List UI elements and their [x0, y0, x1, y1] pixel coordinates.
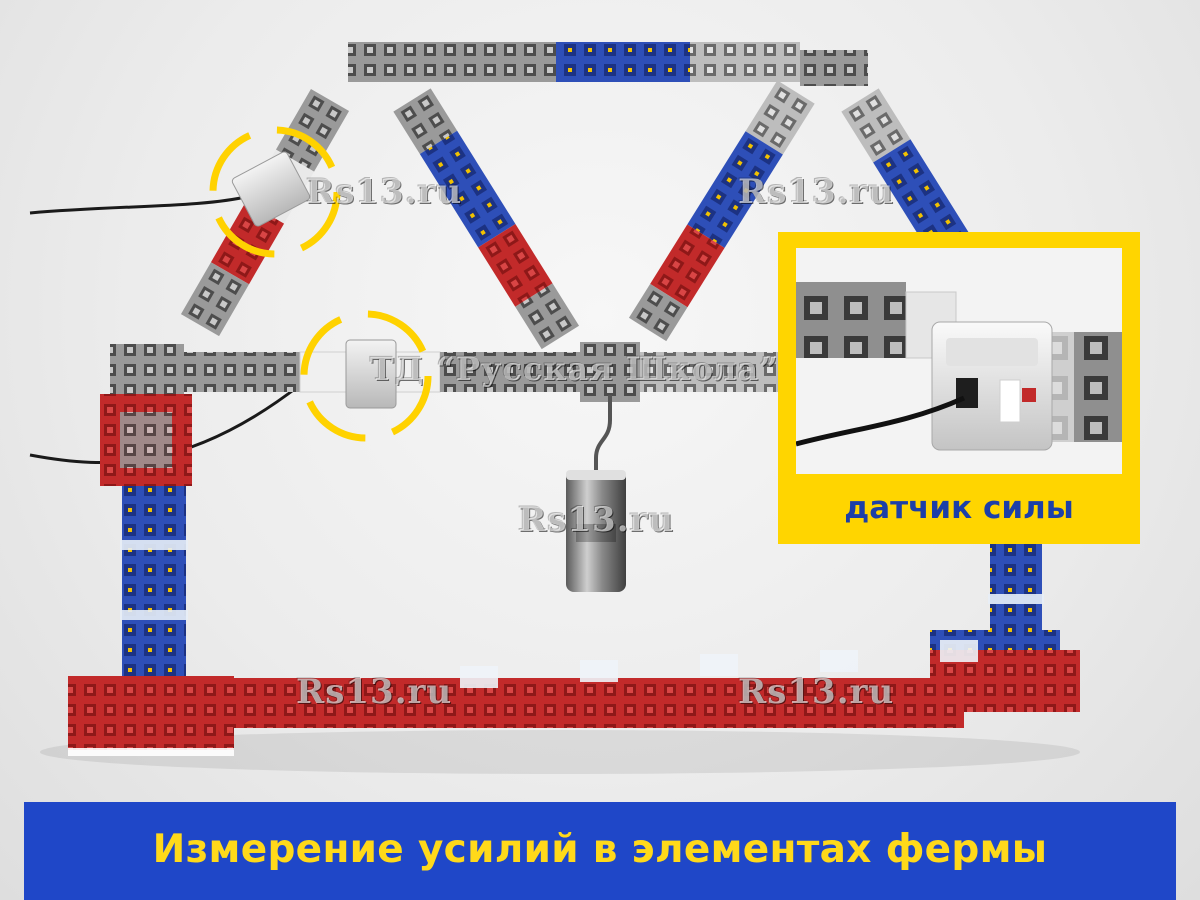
sensor-callout: датчик силы: [778, 232, 1140, 544]
watermark-site: Rs13.ru: [518, 500, 675, 540]
base-beam: [68, 640, 1080, 756]
force-sensor-lower: [345, 339, 397, 409]
watermark-site: Rs13.ru: [738, 172, 895, 212]
watermark-site: Rs13.ru: [296, 672, 453, 712]
hanging-weight: [566, 395, 626, 592]
sensor-closeup-illustration: [796, 248, 1122, 474]
force-sensor-upper: [231, 151, 311, 227]
inner-right-diagonal: [628, 80, 815, 342]
watermark-company: ТД “Русская Школа”: [370, 350, 779, 388]
sensor-closeup-photo: [796, 248, 1122, 474]
inner-left-diagonal: [393, 88, 580, 350]
sensor-highlight-rings: [209, 126, 432, 442]
watermark-site: Rs13.ru: [306, 172, 463, 212]
callout-label: датчик силы: [844, 490, 1074, 526]
watermark-site: Rs13.ru: [738, 672, 895, 712]
caption-banner: Измерение усилий в элементах фермы: [24, 802, 1176, 900]
top-chord: [348, 42, 868, 86]
caption-text: Измерение усилий в элементах фермы: [152, 827, 1048, 872]
